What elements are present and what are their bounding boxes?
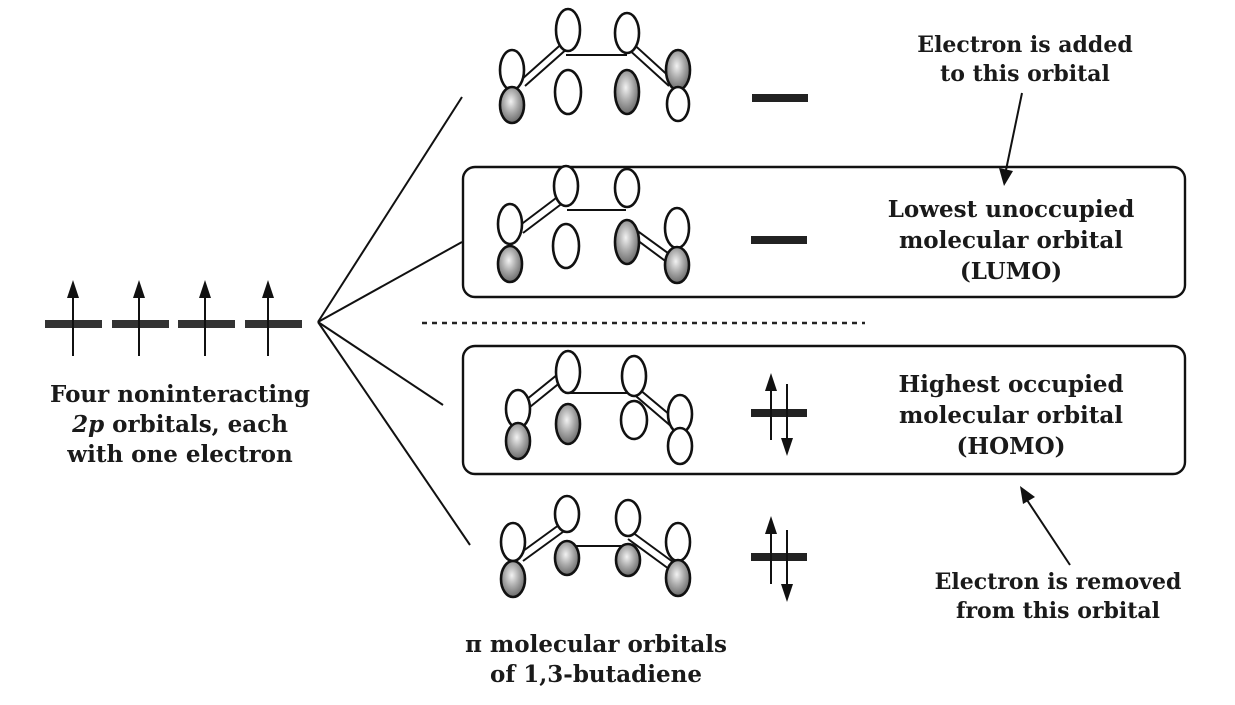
added-note-line1: Electron is added xyxy=(917,32,1132,58)
removed-arrow-head xyxy=(1020,486,1035,504)
atomic-level-3 xyxy=(178,280,235,356)
atomic-level-1 xyxy=(45,280,102,356)
removed-arrow-shaft xyxy=(1026,499,1071,566)
mo-psi4 xyxy=(498,7,808,125)
caption-line1: π molecular orbitals xyxy=(465,631,727,658)
homo-label: Highest occupied molecular orbital (HOMO… xyxy=(898,371,1123,460)
electron-removed-note: Electron is removed from this orbital xyxy=(935,486,1182,624)
lumo-label-line2: molecular orbital xyxy=(899,227,1123,254)
atomic-level-4 xyxy=(245,280,302,356)
lumo-label: Lowest unoccupied molecular orbital (LUM… xyxy=(888,196,1135,285)
added-note-line2: to this orbital xyxy=(940,61,1110,87)
removed-note-line1: Electron is removed xyxy=(935,569,1182,595)
psi1-level xyxy=(751,516,807,602)
removed-note-line2: from this orbital xyxy=(956,598,1160,624)
added-arrow-shaft xyxy=(1005,92,1023,171)
homo-level xyxy=(751,373,807,456)
atomic-orbitals xyxy=(45,280,302,356)
butadiene-caption: π molecular orbitals of 1,3-butadiene xyxy=(465,631,727,688)
mo-psi1 xyxy=(499,494,807,602)
left-label-line3: with one electron xyxy=(66,441,293,468)
homo-box xyxy=(461,344,1187,476)
left-label-2p: 2p xyxy=(71,411,104,438)
added-arrow-head xyxy=(999,168,1013,186)
lumo-label-line3: (LUMO) xyxy=(960,258,1062,285)
homo-label-line2: molecular orbital xyxy=(899,402,1123,429)
correlation-lines xyxy=(317,96,471,546)
left-label-line2: 2p orbitals, each xyxy=(71,411,288,438)
lumo-box xyxy=(461,165,1187,299)
atomic-level-2 xyxy=(112,280,169,356)
mo-psi2-homo xyxy=(504,349,807,466)
mo-psi3-lumo xyxy=(496,164,807,285)
caption-line2: of 1,3-butadiene xyxy=(490,661,702,688)
left-label-line1: Four noninteracting xyxy=(50,381,310,408)
lumo-label-line1: Lowest unoccupied xyxy=(888,196,1135,223)
left-label-line2-rest: orbitals, each xyxy=(104,411,288,438)
homo-label-line3: (HOMO) xyxy=(956,433,1065,460)
electron-added-note: Electron is added to this orbital xyxy=(917,32,1133,186)
homo-label-line1: Highest occupied xyxy=(898,371,1123,398)
atomic-orbitals-label: Four noninteracting 2p orbitals, each wi… xyxy=(50,381,310,468)
